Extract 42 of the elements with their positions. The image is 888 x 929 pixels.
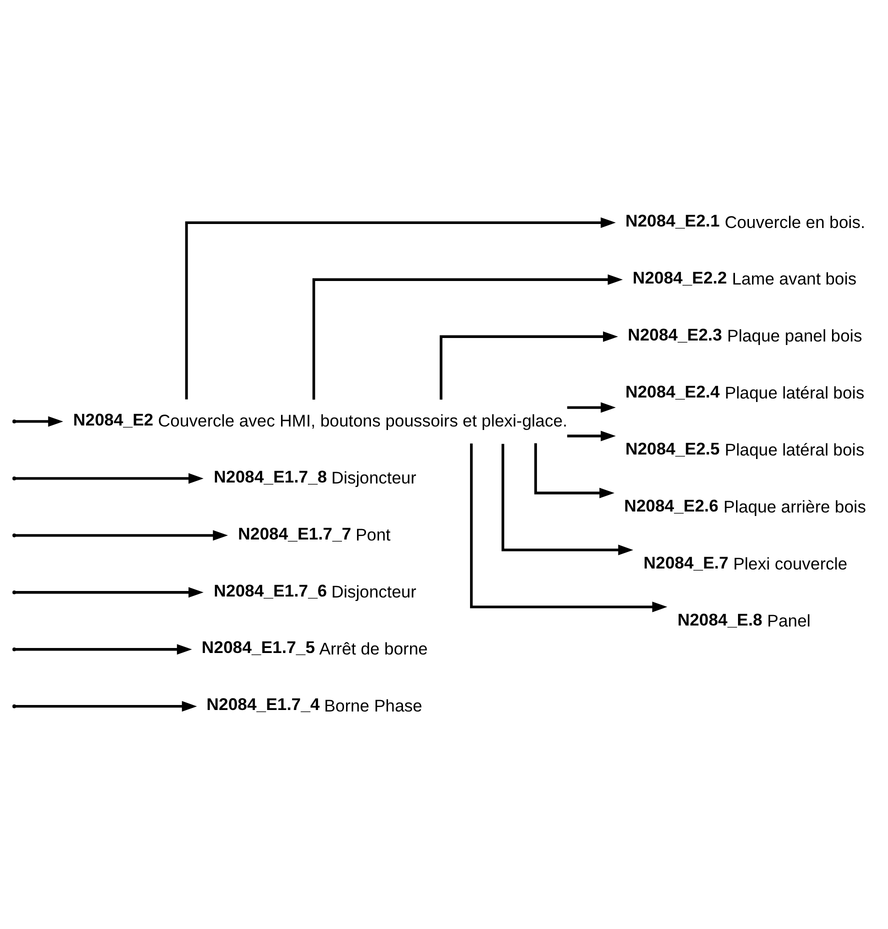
arrow — [16, 701, 197, 712]
node-label: Lame avant bois — [732, 270, 857, 289]
arrow — [440, 331, 618, 400]
arrow — [567, 402, 616, 413]
arrow — [16, 644, 192, 655]
node-label: Borne Phase — [324, 696, 422, 716]
node-text: N2084_E.8 — [677, 610, 762, 630]
node-label: Arrêt de borne — [319, 639, 428, 658]
arrow — [185, 217, 616, 400]
arrow — [16, 473, 204, 484]
node-label: Disjoncteur — [331, 582, 416, 602]
node-text: N2084_E2 — [73, 410, 154, 430]
node-text: N2084_E1.7_5 — [202, 638, 315, 658]
arrow — [470, 443, 668, 612]
node-text: N2084_E1.7_7 — [238, 524, 352, 544]
node-text: N2084_E.7 — [644, 553, 728, 572]
node-text: N2084_E2.5 — [625, 439, 720, 458]
arrow — [312, 274, 623, 400]
arrow — [16, 416, 64, 427]
node-text: N2084_E2.1 — [625, 212, 720, 231]
node-text: N2084_E1.7_4 — [206, 695, 320, 714]
node-text: N2084_E2.6 — [624, 496, 718, 516]
node-text: N2084_E1.7_6 — [214, 581, 328, 600]
arrow — [16, 587, 204, 598]
node-label: Plexi couvercle — [733, 554, 848, 574]
node-label: Pont — [356, 526, 391, 545]
node-label: Couvercle avec HMI, boutons poussoirs et plexi-glace. — [158, 412, 568, 431]
node-text: N2084_E2.2 — [632, 268, 727, 288]
node-text: N2084_E1.7_8 — [214, 467, 328, 486]
node-text: N2084_E2.3 — [628, 325, 722, 344]
arrow — [502, 444, 634, 556]
arrow — [534, 443, 614, 498]
node-label: Disjoncteur — [331, 468, 416, 488]
node-label: Panel — [767, 612, 811, 631]
node-label: Plaque panel bois — [727, 326, 862, 346]
arrow — [567, 430, 616, 442]
node-label: Plaque arrière bois — [724, 498, 866, 517]
node-label: Plaque latéral bois — [724, 440, 864, 460]
node-label: Plaque latéral bois — [724, 384, 864, 403]
node-text: N2084_E2.4 — [625, 382, 720, 402]
node-label: Couvercle en bois. — [724, 212, 866, 232]
arrow — [16, 530, 228, 541]
